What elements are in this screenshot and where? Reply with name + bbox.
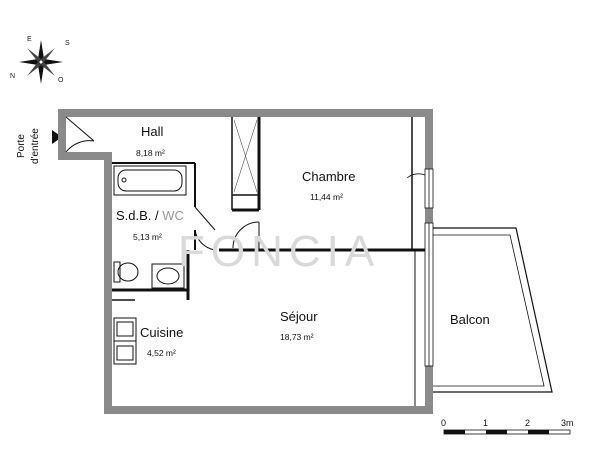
interior-walls bbox=[112, 117, 425, 406]
entrance-label-line2: d'entrée bbox=[30, 128, 41, 164]
hall-area: 8,18 m² bbox=[136, 148, 165, 158]
washbasin bbox=[151, 263, 185, 289]
sejour-area: 18,73 m² bbox=[280, 332, 314, 342]
entrance-door bbox=[65, 116, 95, 153]
scale-tick-2: 2 bbox=[525, 418, 530, 428]
sdb-label-wc: WC bbox=[162, 208, 184, 223]
bedroom-window bbox=[406, 168, 434, 209]
cuisine-label: Cuisine bbox=[140, 325, 183, 340]
entrance-label-line1: Porte bbox=[16, 134, 27, 158]
balcon-label: Balcon bbox=[450, 312, 490, 327]
hall-label: Hall bbox=[141, 124, 164, 139]
bedroom-door bbox=[232, 221, 260, 250]
scale-tick-3: 3m bbox=[561, 418, 574, 428]
closet bbox=[233, 119, 258, 193]
scale-tick-0: 0 bbox=[441, 418, 446, 428]
compass-letter-o: O bbox=[58, 77, 64, 84]
sejour-label: Séjour bbox=[280, 309, 318, 324]
compass-letter-s: S bbox=[65, 40, 70, 47]
bathtub bbox=[113, 165, 187, 196]
kitchen-units bbox=[113, 317, 137, 365]
sdb-label: S.d.B. / WC bbox=[116, 208, 184, 223]
sdb-area: 5,13 m² bbox=[133, 232, 162, 242]
chambre-area: 11,44 m² bbox=[310, 192, 343, 202]
compass-letter-n: N bbox=[10, 73, 15, 80]
scale-tick-1: 1 bbox=[483, 418, 488, 428]
scale-bar: 0 1 2 3m bbox=[441, 418, 574, 435]
balcony bbox=[433, 227, 553, 393]
entrance-marker: Porte d'entrée bbox=[16, 128, 62, 164]
bathroom-door bbox=[194, 206, 216, 251]
compass-rose: N E S O bbox=[10, 36, 70, 84]
chambre-label: Chambre bbox=[302, 169, 355, 184]
compass-letter-e: E bbox=[27, 36, 32, 43]
cuisine-area: 4,52 m² bbox=[147, 348, 176, 358]
toilet bbox=[113, 261, 139, 283]
watermark: FONCIA bbox=[178, 227, 380, 276]
entrance-arrow-icon bbox=[52, 130, 62, 144]
sdb-label-main: S.d.B. / bbox=[116, 208, 159, 223]
living-window bbox=[424, 222, 434, 367]
exterior-walls bbox=[58, 109, 433, 414]
